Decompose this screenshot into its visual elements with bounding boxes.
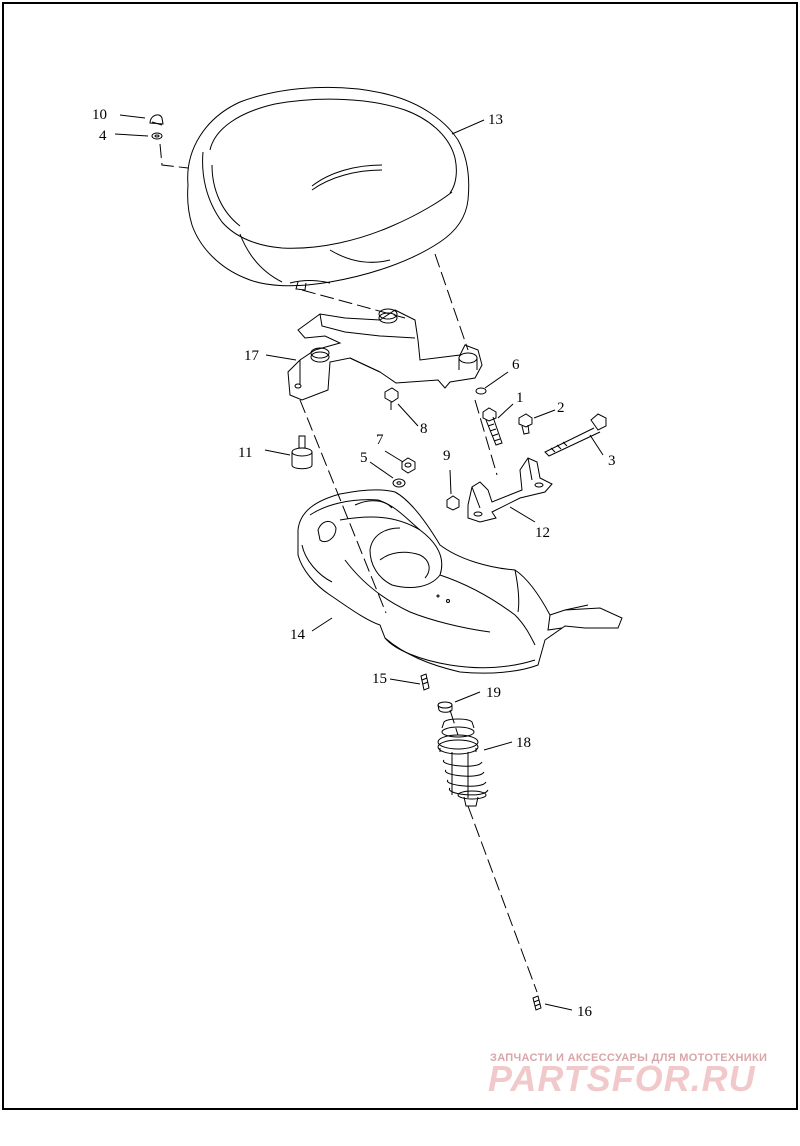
assembly-guide-lines [160, 144, 537, 992]
callout-12: 12 [535, 525, 550, 541]
callout-19: 19 [486, 685, 501, 701]
leader-lines [115, 115, 603, 1010]
seat-pan [298, 490, 622, 673]
callout-6: 6 [512, 357, 520, 373]
callout-14: 14 [290, 627, 306, 643]
nut-8 [385, 388, 398, 410]
callout-15: 15 [372, 671, 387, 687]
callout-4: 4 [99, 128, 107, 144]
callout-9: 9 [443, 448, 451, 464]
washer-4 [152, 133, 162, 139]
callout-1: 1 [516, 390, 524, 406]
long-bolt-3 [545, 414, 606, 456]
acorn-nut [150, 115, 163, 125]
callout-18: 18 [516, 735, 531, 751]
screw-16 [533, 996, 541, 1010]
bolt-2 [519, 414, 532, 434]
callout-17: 17 [244, 348, 260, 364]
lower-bracket [468, 458, 552, 522]
set-screw-15 [421, 674, 429, 690]
callout-3: 3 [608, 453, 616, 469]
callout-5: 5 [360, 450, 368, 466]
mounting-bracket [288, 309, 482, 400]
washer-5 [393, 479, 405, 487]
spacer-9 [447, 496, 459, 510]
seat-cushion [188, 87, 469, 290]
rubber-stud [292, 436, 312, 469]
callout-11: 11 [238, 445, 252, 461]
callout-13: 13 [488, 112, 503, 128]
watermark-tagline: ЗАПЧАСТИ И АКСЕССУАРЫ ДЛЯ МОТОТЕХНИКИ [490, 1052, 768, 1064]
spring-assembly [438, 719, 488, 806]
callout-16: 16 [577, 1004, 593, 1020]
callout-7: 7 [376, 432, 384, 448]
callout-10: 10 [92, 107, 107, 123]
washer-6 [476, 388, 486, 394]
diagram-border [3, 3, 797, 1109]
watermark-brand-logo: PARTSFOR.RU [488, 1058, 756, 1099]
o-ring-19 [438, 702, 452, 712]
callout-8: 8 [420, 421, 428, 437]
callout-2: 2 [557, 400, 565, 416]
callout-labels: 10 4 13 17 6 1 2 8 7 11 9 3 5 12 14 15 1… [92, 107, 616, 1020]
bolt-1 [483, 408, 502, 445]
nut-7 [402, 458, 415, 473]
